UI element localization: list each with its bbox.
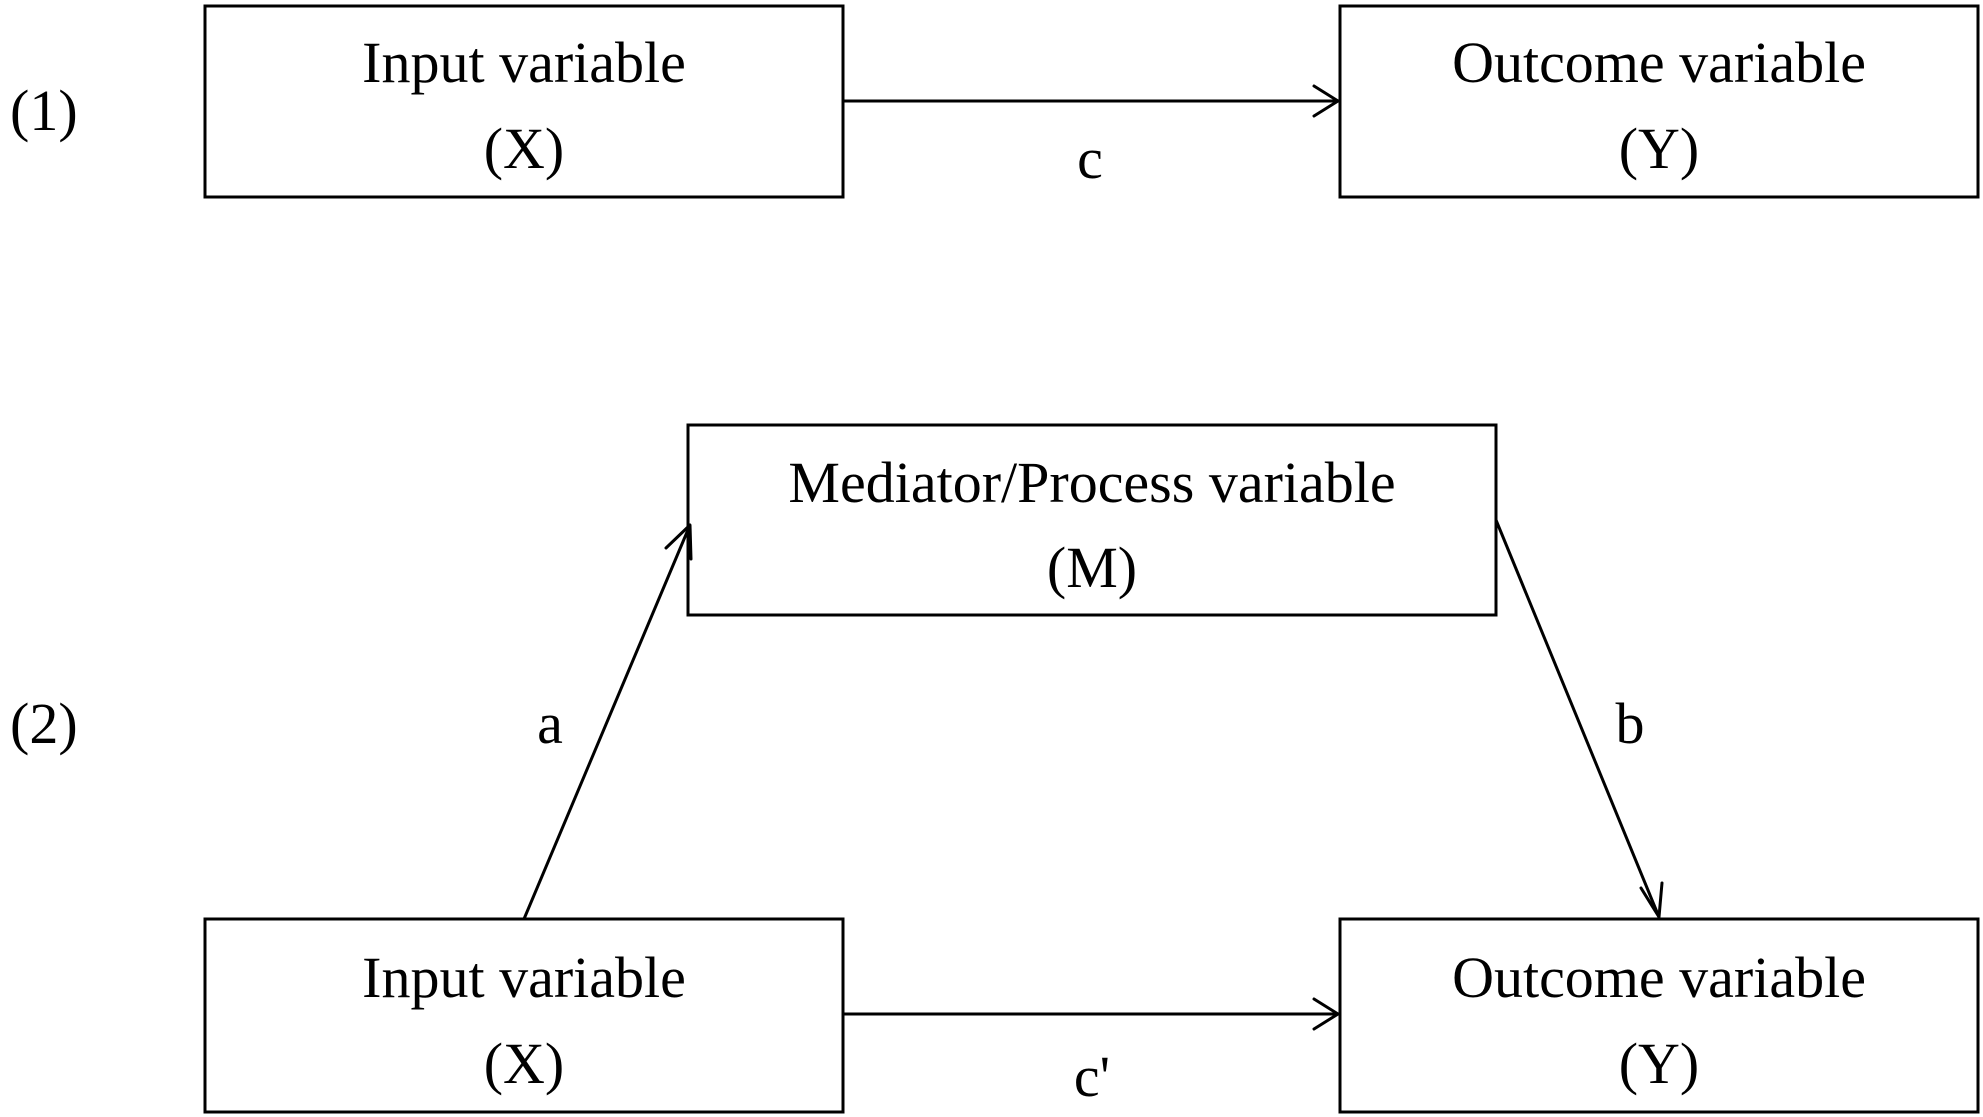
d1-outcome-symbol: (Y) [1619, 116, 1700, 181]
d2-path-label-b: b [1616, 691, 1645, 756]
d1-input-symbol: (X) [484, 116, 565, 181]
d1-arrow-c [843, 84, 1340, 118]
d2-path-label-c-prime: c' [1074, 1044, 1110, 1109]
d2-mediator-symbol: (M) [1047, 535, 1137, 600]
d2-arrow-b [1494, 519, 1664, 919]
d2-outcome-box: Outcome variable (Y) [1338, 917, 1980, 1114]
panel-label-2: (2) [10, 691, 78, 756]
d2-outcome-symbol: (Y) [1619, 1031, 1700, 1096]
d2-mediator-box: Mediator/Process variable (M) [686, 423, 1498, 617]
d2-input-name: Input variable [362, 945, 686, 1010]
d2-mediator-name: Mediator/Process variable [788, 450, 1395, 515]
d1-input-name: Input variable [362, 30, 686, 95]
d1-outcome-box: Outcome variable (Y) [1338, 4, 1980, 199]
d2-arrow-a [522, 523, 693, 920]
d1-path-label-c: c [1077, 126, 1103, 191]
d2-input-symbol: (X) [484, 1031, 565, 1096]
d2-path-label-a: a [537, 691, 563, 756]
d2-arrow-c-prime [843, 997, 1340, 1031]
panel-label-1: (1) [10, 78, 78, 143]
d1-input-box: Input variable (X) [203, 4, 845, 199]
d2-input-box: Input variable (X) [203, 917, 845, 1114]
d1-outcome-name: Outcome variable [1452, 30, 1866, 95]
d2-outcome-name: Outcome variable [1452, 945, 1866, 1010]
